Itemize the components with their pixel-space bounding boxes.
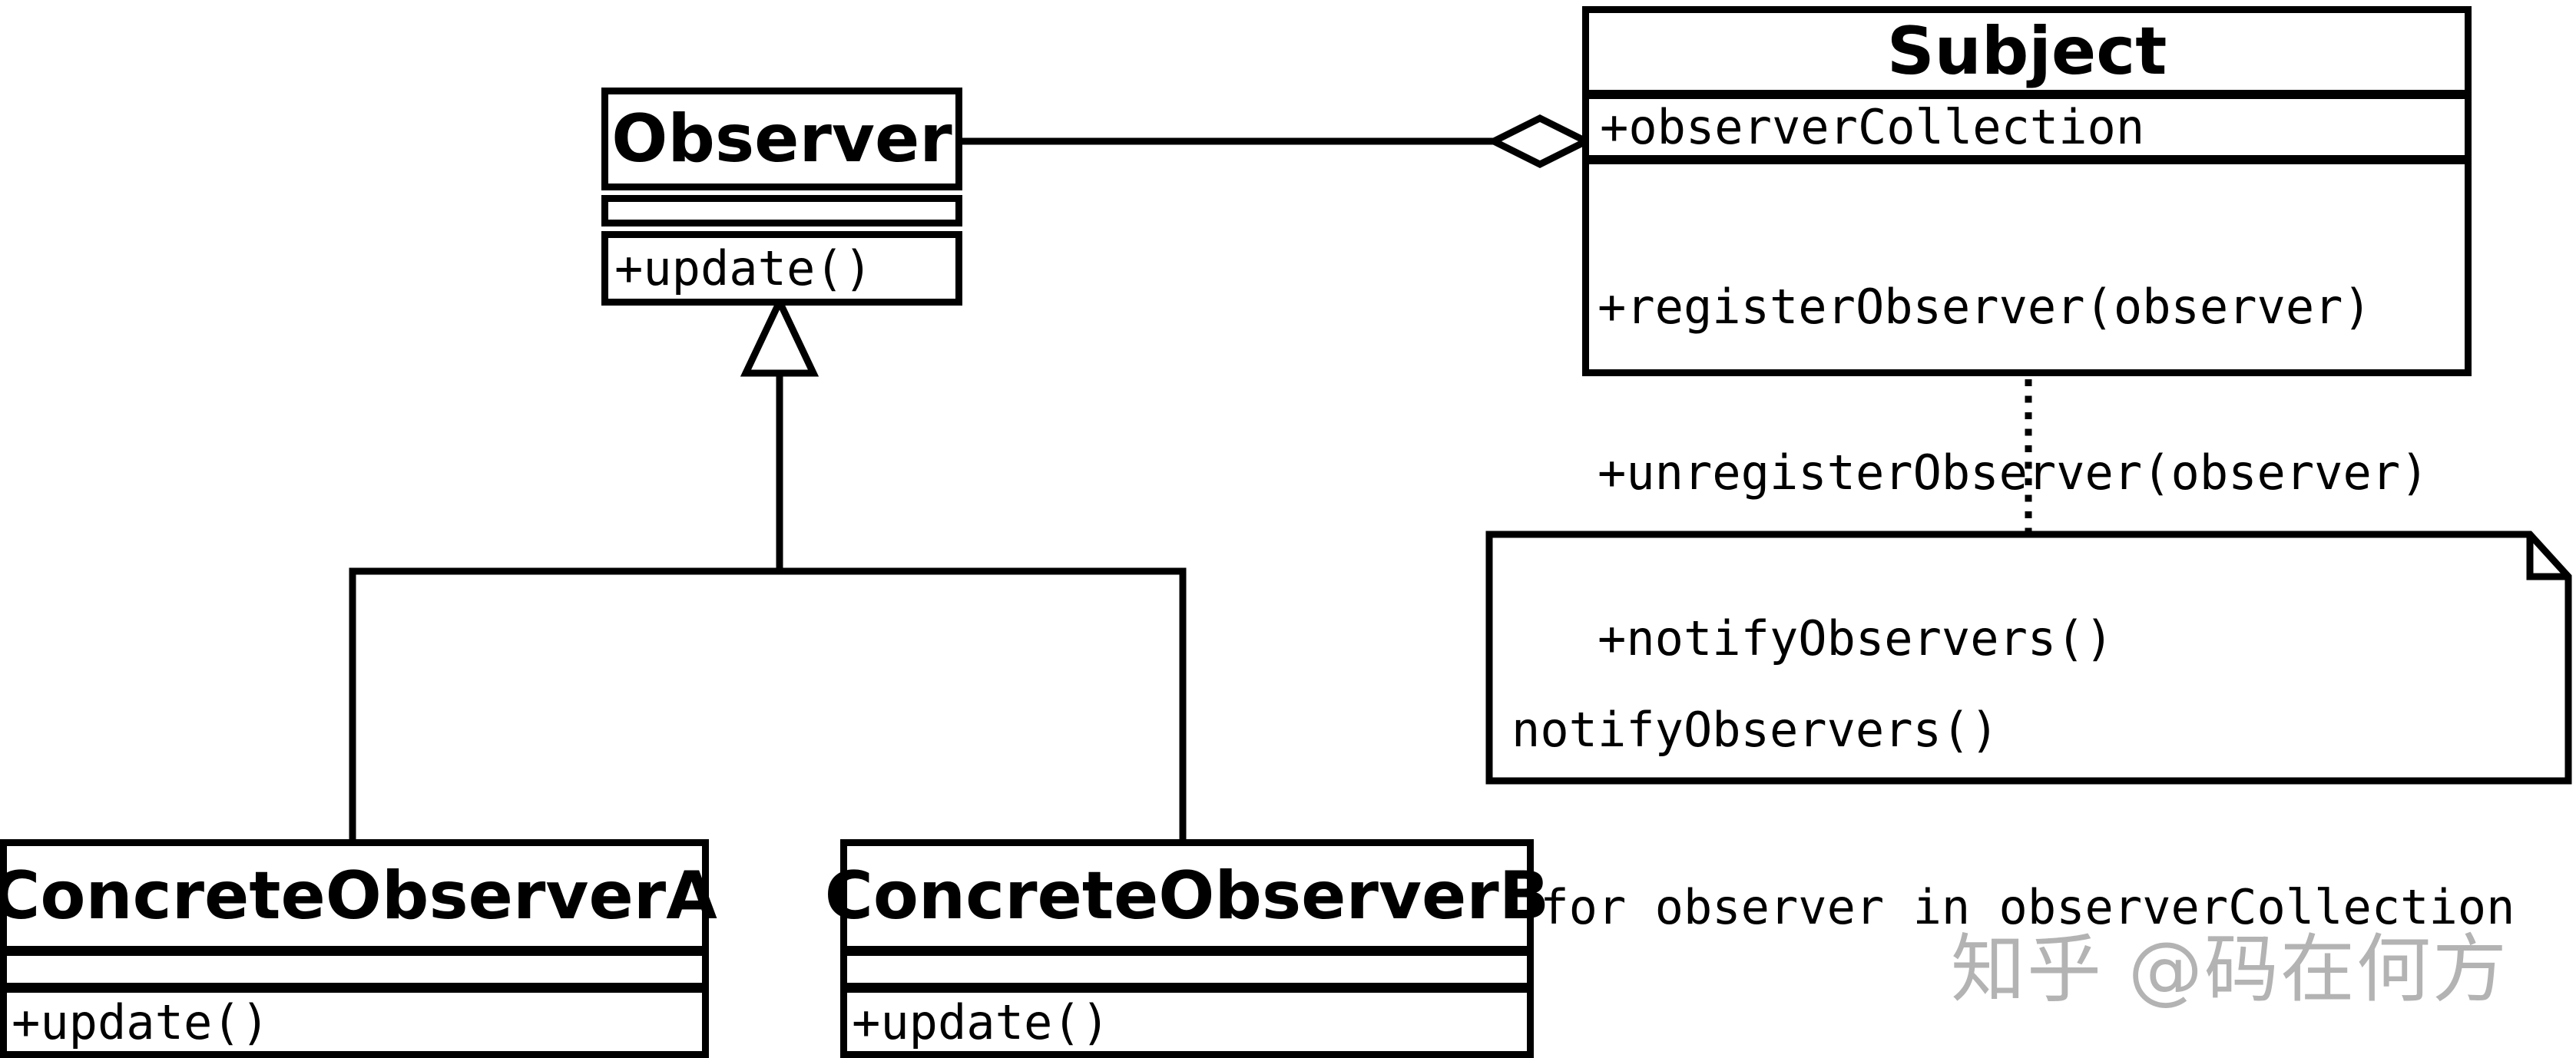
method-update-concrete-observer-b: +update() bbox=[852, 994, 1110, 1050]
attributes-compartment-concrete-observer-b bbox=[847, 946, 1527, 983]
aggregation-diamond-icon bbox=[1485, 114, 1594, 169]
class-box-concrete-observer-b: ConcreteObserverB +update() bbox=[825, 839, 1550, 1058]
inheritance-branch-line bbox=[349, 567, 1187, 842]
attributes-compartment-concrete-observer-a bbox=[7, 946, 702, 983]
method-unregister-observer: +unregisterObserver(observer) bbox=[1598, 445, 2429, 501]
note-line-2: for observer in observerCollection bbox=[1511, 879, 2515, 935]
method-notify-observers: +notifyObservers() bbox=[1598, 610, 2114, 666]
method-update-concrete-observer-a: +update() bbox=[12, 994, 270, 1050]
note-fold-icon bbox=[2526, 534, 2568, 580]
method-register-observer: +registerObserver(observer) bbox=[1598, 279, 2372, 335]
class-box-concrete-observer-a: ConcreteObserverA +update() bbox=[0, 839, 717, 1058]
methods-compartment-subject: +registerObserver(observer) +unregisterO… bbox=[1589, 155, 2465, 777]
note-line-1: notifyObservers() bbox=[1511, 702, 1999, 758]
methods-compartment-observer: +update() bbox=[601, 231, 962, 306]
class-name-observer: Observer bbox=[611, 101, 952, 177]
attribute-observer-collection: +observerCollection bbox=[1600, 99, 2145, 155]
methods-compartment-concrete-observer-b: +update() bbox=[847, 983, 1527, 1051]
class-header-subject: Subject bbox=[1589, 13, 2465, 90]
class-header-observer: Observer bbox=[601, 88, 962, 190]
attributes-compartment-subject: +observerCollection bbox=[1589, 90, 2465, 155]
inheritance-triangle-icon bbox=[740, 293, 819, 377]
watermark-text: 知乎 @码在何方 bbox=[1951, 926, 2508, 1013]
note-update-bold: update bbox=[1970, 1056, 2142, 1058]
class-header-concrete-observer-b: ConcreteObserverB bbox=[825, 846, 1550, 946]
class-name-subject: Subject bbox=[1886, 13, 2167, 90]
methods-compartment-concrete-observer-a: +update() bbox=[7, 983, 702, 1051]
note-text: notifyObservers() for observer in observ… bbox=[1511, 582, 2515, 1058]
method-update-observer: +update() bbox=[614, 240, 872, 296]
note-box bbox=[1485, 531, 2572, 785]
class-box-subject: Subject +observerCollection +registerObs… bbox=[1582, 6, 2472, 666]
class-name-concrete-observer-b: ConcreteObserverB bbox=[824, 858, 1550, 934]
attributes-compartment-observer bbox=[601, 195, 962, 226]
note-line-3: call observer.update() bbox=[1511, 1055, 2515, 1058]
class-name-concrete-observer-a: ConcreteObserverA bbox=[0, 858, 717, 934]
class-header-concrete-observer-a: ConcreteObserverA bbox=[0, 846, 717, 946]
